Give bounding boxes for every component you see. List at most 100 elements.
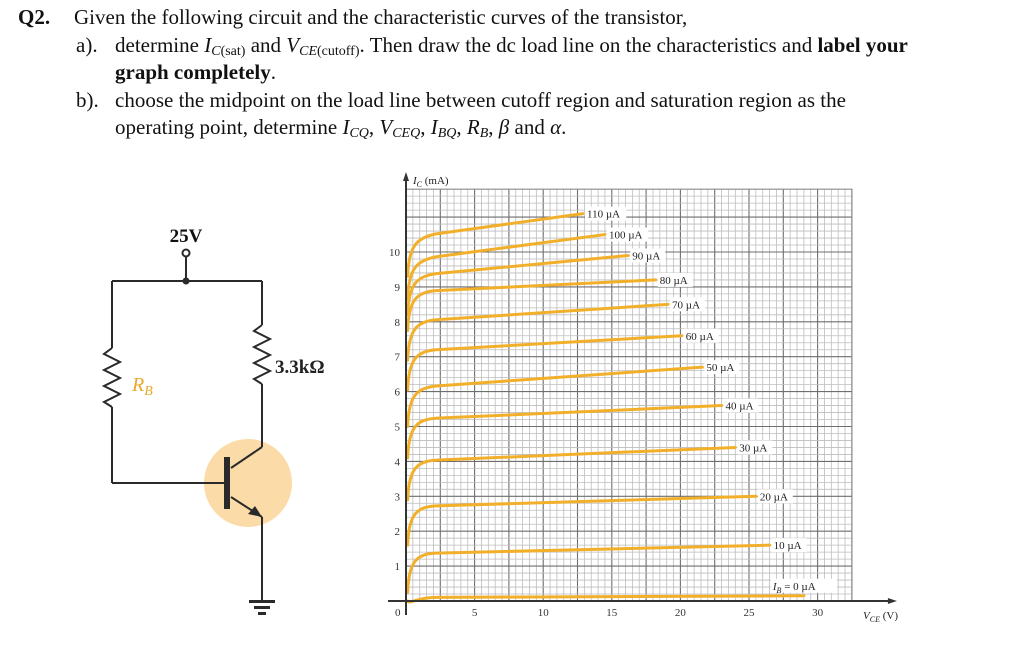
- ib-curve: [406, 278, 658, 333]
- axis-ticks: 0 5 10 15 20 25 30 1 2 3 4 5 6 7 8 9 10: [389, 247, 824, 619]
- curve-label: IB = 0 µA: [772, 581, 816, 595]
- emitter-arrow-icon: [248, 506, 262, 517]
- ib-curve: [406, 543, 772, 594]
- ib-curve: [406, 365, 704, 428]
- alpha-symbol: α: [550, 115, 562, 139]
- y-tick-label: 7: [395, 352, 401, 364]
- y-tick-label: 8: [395, 317, 401, 329]
- vce-cutoff-sub-ce: CE: [299, 43, 317, 59]
- x-tick-label: 15: [606, 607, 618, 619]
- part-b-line-1: b). choose the midpoint on the load line…: [18, 87, 1018, 115]
- part-a-line-2: graph completely.: [18, 59, 1018, 87]
- part-b-label: b).: [76, 87, 99, 112]
- supply-terminal-icon: [181, 248, 191, 258]
- ib-curve: [406, 404, 724, 460]
- part-a-line-1: a). determine IC(sat) and VCE(cutoff). T…: [18, 32, 1018, 60]
- curve-label: 50 µA: [706, 362, 734, 374]
- y-tick-label: 6: [395, 387, 401, 399]
- rb-label: RB: [131, 374, 153, 399]
- part-a-text: determine IC(sat) and VCE(cutoff). Then …: [115, 32, 908, 66]
- curve-label: 40 µA: [726, 401, 754, 413]
- ic-sat-sub: C(sat): [211, 44, 245, 59]
- ib-curve: [406, 212, 585, 278]
- part-a-text-1: determine: [115, 32, 205, 57]
- vce-cutoff-symbol: V: [286, 32, 300, 57]
- part-a-label: a).: [76, 32, 98, 57]
- question-number: Q2.: [18, 5, 51, 29]
- supply-voltage-label: 25V: [170, 226, 203, 247]
- curve-labels: IB = 0 µA 10 µA 20 µA 30 µA 40 µA 50 µA 60 µA 7…: [584, 206, 837, 595]
- part-b-text-2: operating point, determine ICQ, VCEQ, IB…: [115, 115, 567, 141]
- curve-label: 80 µA: [660, 275, 688, 287]
- transistor-base-bar: [224, 457, 230, 509]
- y-tick-label: 3: [395, 491, 401, 503]
- curve-label: 110 µA: [587, 209, 620, 221]
- part-a-text-cont: graph completely.: [115, 59, 276, 87]
- rb-sub: B: [479, 126, 489, 141]
- rc-label: 3.3kΩ: [275, 357, 325, 378]
- ib-curve: [406, 445, 737, 502]
- curve-label: 60 µA: [686, 331, 714, 343]
- y-tick-label: 5: [395, 422, 401, 434]
- part-a-text-3: . Then draw the dc load line on the char…: [359, 32, 818, 57]
- question-intro: Given the following circuit and the char…: [74, 5, 688, 29]
- ib-curve: [406, 334, 684, 392]
- y-tick-label: 9: [395, 282, 401, 294]
- part-a-text-4: .: [270, 60, 276, 84]
- question-intro-line: Q2. Given the following circuit and the c…: [18, 4, 1018, 32]
- x-tick-label: 25: [744, 607, 756, 619]
- ibq-symbol: I: [430, 115, 438, 139]
- part-b-prefix: operating point, determine: [115, 115, 343, 139]
- transistor-circuit-diagram: 25V 3.3kΩ RB: [101, 226, 325, 615]
- y-axis-arrow-icon: [403, 172, 409, 181]
- x-tick-label: 30: [812, 607, 824, 619]
- x-tick-label: 10: [538, 607, 550, 619]
- curve-label: 90 µA: [632, 250, 660, 262]
- question-block: Q2. Given the following circuit and the c…: [18, 4, 1018, 142]
- x-tick-label: 20: [675, 607, 687, 619]
- beta-symbol: β: [498, 115, 510, 139]
- part-b-line-2: operating point, determine ICQ, VCEQ, IB…: [18, 114, 1018, 142]
- curve-label: 70 µA: [672, 299, 700, 311]
- period: .: [561, 115, 567, 139]
- icq-symbol: I: [342, 115, 350, 139]
- part-b-text-1: choose the midpoint on the load line bet…: [115, 87, 846, 112]
- part-a-bold-2: graph completely: [115, 60, 271, 84]
- ib-curve: [406, 302, 670, 362]
- vceq-sub: CEQ: [392, 126, 421, 141]
- y-tick-label: 2: [395, 526, 401, 538]
- curve-label: 100 µA: [609, 230, 643, 242]
- chart-axes: [388, 172, 897, 615]
- vce-cutoff-sub: CE(cutoff): [299, 44, 359, 59]
- circuit-wires: [101, 248, 273, 600]
- rc-resistor-icon: [251, 324, 273, 385]
- transistor-characteristic-chart: IB = 0 µA 10 µA 20 µA 30 µA 40 µA 50 µA 60 µA 7…: [388, 172, 898, 624]
- ibq-sub: BQ: [437, 126, 457, 141]
- ib-curve: [406, 253, 630, 317]
- ground-icon: [249, 600, 275, 615]
- ic-sat-sub-sat: (sat): [220, 43, 246, 59]
- curve-label: 10 µA: [774, 540, 802, 552]
- vce-cutoff-sub-cutoff: (cutoff): [317, 43, 360, 59]
- ib-curve: [406, 233, 607, 301]
- vceq-symbol: V: [379, 115, 393, 139]
- and-text: and: [509, 115, 551, 139]
- rb-symbol: R: [466, 115, 480, 139]
- x-axis-arrow-icon: [887, 598, 897, 604]
- part-a-text-2: and: [245, 32, 287, 57]
- curve-label: 20 µA: [760, 491, 788, 503]
- x-tick-label: 5: [472, 607, 478, 619]
- y-tick-label: 4: [395, 456, 401, 468]
- chart-curves: [406, 212, 806, 604]
- part-a-bold-1: label your: [817, 32, 908, 57]
- x-axis-label: VCE (V): [863, 610, 898, 624]
- ib-curve: [406, 494, 758, 547]
- x-tick-label: 0: [395, 607, 401, 619]
- y-tick-label: 10: [389, 247, 401, 259]
- y-tick-label: 1: [395, 561, 401, 573]
- y-axis-label: IC (mA): [412, 175, 449, 189]
- ic-sat-sub-c: C: [211, 43, 221, 59]
- junction-dot: [182, 277, 190, 285]
- curve-label: 30 µA: [739, 442, 767, 454]
- ic-sat-symbol: I: [204, 32, 212, 57]
